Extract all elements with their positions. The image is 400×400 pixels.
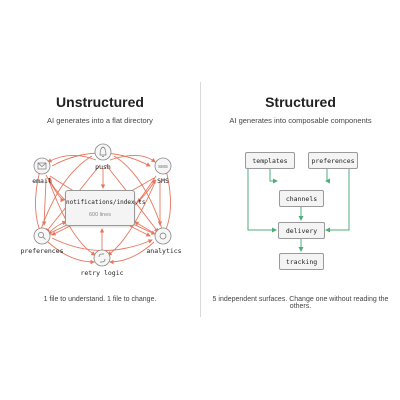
monolith-file-name: notifications/index.ts (66, 199, 146, 206)
analytics-label: analytics (146, 247, 182, 255)
retry-icon (98, 253, 106, 263)
push-node (94, 143, 112, 161)
unstructured-caption: 1 file to understand. 1 file to change. (43, 296, 157, 303)
channels-box: channels (279, 190, 324, 207)
preferences-label: preferences (20, 247, 64, 255)
structured-title: Structured (265, 94, 336, 110)
retry-logic-label: retry logic (80, 269, 124, 277)
analytics-node (154, 227, 172, 245)
bell-icon (99, 146, 107, 157)
delivery-box: delivery (278, 222, 325, 239)
structured-caption: 5 independent surfaces. Change one witho… (212, 296, 389, 310)
preferences-node (33, 227, 51, 245)
email-node (33, 157, 51, 175)
unstructured-title: Unstructured (56, 94, 144, 110)
templates-box: templates (245, 152, 295, 169)
flow-arrows (247, 169, 350, 252)
email-label: email (32, 177, 52, 185)
sms-icon: SMS (158, 164, 168, 169)
unstructured-diagram: SMS (33, 143, 172, 267)
monolith-file-box: notifications/index.ts 600 lines (65, 190, 146, 226)
panel-divider (200, 82, 201, 317)
unstructured-panel: Unstructured AI generates into a flat di… (20, 94, 182, 303)
structured-panel: Structured AI generates into composable … (201, 0, 400, 400)
structured-subtitle: AI generates into composable components (229, 116, 372, 125)
retry-logic-node (93, 249, 111, 267)
sms-node (154, 157, 172, 175)
search-icon (38, 232, 46, 240)
preferences-box: preferences (308, 152, 358, 169)
push-label: push (95, 163, 111, 171)
envelope-icon (37, 162, 47, 170)
sms-label: SMS (157, 177, 169, 185)
unstructured-subtitle: AI generates into a flat directory (47, 116, 153, 125)
chart-ring-icon (159, 232, 167, 240)
monolith-line-count: 600 lines (88, 212, 112, 218)
tracking-box: tracking (279, 253, 324, 270)
structured-diagram (247, 169, 350, 252)
